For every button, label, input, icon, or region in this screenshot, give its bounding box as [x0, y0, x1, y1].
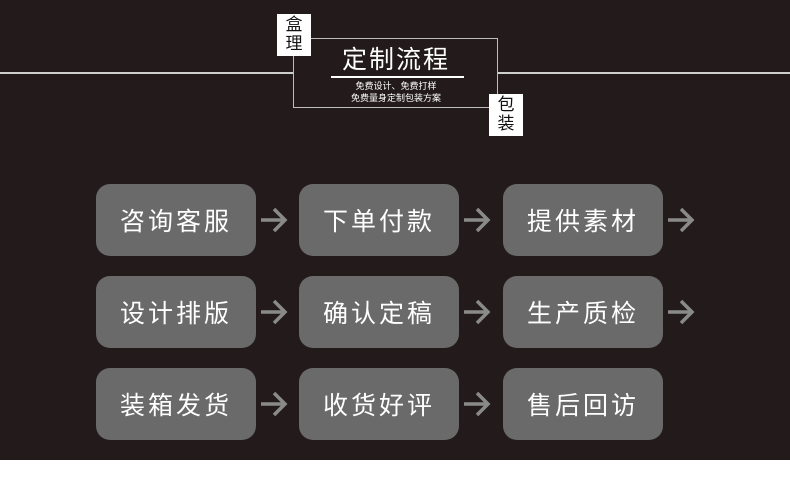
process-banner: 盒 理 包 装 定制流程 免费设计、免费打样 免费量身定制包装方案 咨询客服 下…	[0, 0, 790, 460]
arrow-right-icon	[464, 391, 491, 417]
title-frame	[293, 38, 498, 108]
tag-bottom-char-1: 包	[497, 95, 515, 115]
subtitle-line-1: 免费设计、免费打样	[355, 82, 437, 92]
arrow-right-icon	[261, 207, 288, 233]
step-after-sales: 售后回访	[503, 368, 663, 440]
page-title: 定制流程	[341, 45, 450, 74]
step-receive-review: 收货好评	[299, 368, 459, 440]
step-pack-ship: 装箱发货	[96, 368, 256, 440]
arrow-right-icon	[261, 299, 288, 325]
arrow-right-icon	[668, 299, 695, 325]
arrow-right-icon	[668, 207, 695, 233]
title-underline	[331, 76, 464, 78]
tag-top: 盒 理	[277, 14, 311, 56]
step-consult-service: 咨询客服	[96, 184, 256, 256]
step-design-layout: 设计排版	[96, 276, 256, 348]
tag-bottom: 包 装	[489, 94, 523, 136]
step-confirm-draft: 确认定稿	[299, 276, 459, 348]
arrow-right-icon	[464, 299, 491, 325]
tag-top-char-2: 理	[285, 34, 303, 54]
subtitle-line-2: 免费量身定制包装方案	[350, 94, 441, 104]
step-order-payment: 下单付款	[299, 184, 459, 256]
step-provide-materials: 提供素材	[503, 184, 663, 256]
tag-bottom-char-2: 装	[497, 114, 515, 134]
tag-top-char-1: 盒	[285, 15, 303, 35]
arrow-right-icon	[464, 207, 491, 233]
divider-left	[0, 72, 293, 74]
arrow-right-icon	[261, 391, 288, 417]
divider-right	[498, 72, 790, 74]
step-production-qc: 生产质检	[503, 276, 663, 348]
